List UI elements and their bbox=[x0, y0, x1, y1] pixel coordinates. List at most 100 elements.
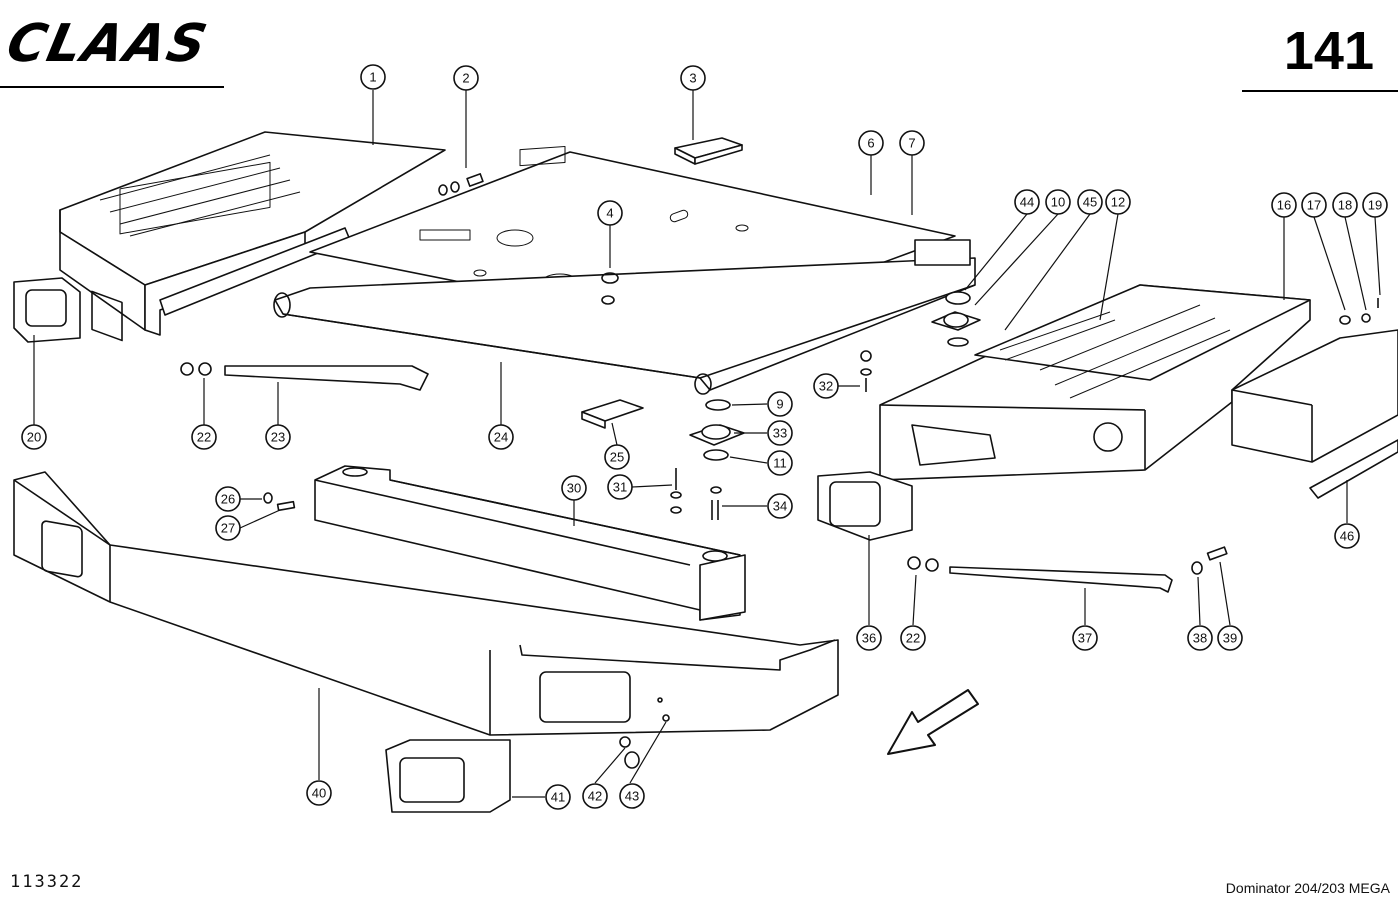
svg-text:12: 12 bbox=[1111, 195, 1125, 210]
part-37-rod bbox=[907, 546, 1228, 593]
svg-text:22: 22 bbox=[197, 430, 211, 445]
brand-underline bbox=[0, 86, 224, 88]
callout-42: 42 bbox=[582, 783, 608, 809]
svg-text:26: 26 bbox=[221, 492, 235, 507]
callout-4: 4 bbox=[597, 200, 623, 226]
callout-1: 1 bbox=[360, 64, 386, 90]
part-1-frame bbox=[59, 131, 446, 342]
callout-25: 25 bbox=[604, 444, 630, 470]
svg-text:25: 25 bbox=[610, 450, 624, 465]
callout-3: 3 bbox=[680, 65, 706, 91]
svg-text:17: 17 bbox=[1307, 198, 1321, 213]
svg-text:16: 16 bbox=[1277, 198, 1291, 213]
callout-11: 11 bbox=[767, 450, 793, 476]
callout-30: 30 bbox=[561, 475, 587, 501]
part-30-tube bbox=[314, 465, 746, 621]
svg-text:1: 1 bbox=[369, 70, 376, 85]
callout-6: 6 bbox=[858, 130, 884, 156]
part-41-duct bbox=[385, 739, 511, 813]
callouts: 1 2 3 4 6 7 9 10 11 12 16 17 18 19 20 22… bbox=[21, 64, 1388, 810]
svg-text:27: 27 bbox=[221, 521, 235, 536]
part-40-beam bbox=[13, 471, 839, 736]
svg-text:11: 11 bbox=[773, 456, 787, 471]
svg-text:45: 45 bbox=[1083, 195, 1097, 210]
callout-22-right: 22 bbox=[900, 625, 926, 651]
callout-20: 20 bbox=[21, 424, 47, 450]
svg-text:37: 37 bbox=[1078, 631, 1092, 646]
svg-text:9: 9 bbox=[776, 397, 783, 412]
part-20-bracket bbox=[13, 277, 81, 343]
callout-23: 23 bbox=[265, 424, 291, 450]
svg-text:34: 34 bbox=[773, 499, 787, 514]
svg-text:24: 24 bbox=[494, 430, 508, 445]
svg-text:19: 19 bbox=[1368, 198, 1382, 213]
callout-7: 7 bbox=[899, 130, 925, 156]
callout-41: 41 bbox=[545, 784, 571, 810]
callout-45: 45 bbox=[1077, 189, 1103, 215]
part-4-mount bbox=[601, 272, 619, 305]
callout-12: 12 bbox=[1105, 189, 1131, 215]
callout-18: 18 bbox=[1332, 192, 1358, 218]
svg-text:32: 32 bbox=[819, 379, 833, 394]
callout-46: 46 bbox=[1334, 523, 1360, 549]
part-17-18-19-fasteners bbox=[1339, 298, 1379, 325]
callout-19: 19 bbox=[1362, 192, 1388, 218]
callout-44: 44 bbox=[1014, 189, 1040, 215]
part-36-bracket bbox=[817, 471, 913, 541]
drawing-number: 113322 bbox=[10, 872, 84, 892]
svg-text:30: 30 bbox=[567, 481, 581, 496]
callout-17: 17 bbox=[1301, 192, 1327, 218]
callout-32: 32 bbox=[813, 373, 839, 399]
callout-10: 10 bbox=[1045, 189, 1071, 215]
svg-text:44: 44 bbox=[1020, 195, 1034, 210]
svg-text:10: 10 bbox=[1051, 195, 1065, 210]
callout-36: 36 bbox=[856, 625, 882, 651]
svg-text:20: 20 bbox=[27, 430, 41, 445]
callout-26: 26 bbox=[215, 486, 241, 512]
part-44-10-mount bbox=[931, 291, 981, 347]
page-number-underline bbox=[1242, 90, 1398, 92]
svg-text:39: 39 bbox=[1223, 631, 1237, 646]
callout-38: 38 bbox=[1187, 625, 1213, 651]
callout-16: 16 bbox=[1271, 192, 1297, 218]
svg-text:36: 36 bbox=[862, 631, 876, 646]
svg-text:6: 6 bbox=[867, 136, 874, 151]
svg-text:38: 38 bbox=[1193, 631, 1207, 646]
callout-33: 33 bbox=[767, 420, 793, 446]
callout-24: 24 bbox=[488, 424, 514, 450]
part-16-box bbox=[1231, 329, 1398, 463]
part-42-43-nut bbox=[619, 697, 670, 769]
svg-text:3: 3 bbox=[689, 71, 696, 86]
svg-text:18: 18 bbox=[1338, 198, 1352, 213]
svg-text:2: 2 bbox=[462, 71, 469, 86]
part-12-frame bbox=[879, 284, 1311, 481]
svg-text:31: 31 bbox=[613, 480, 627, 495]
svg-text:40: 40 bbox=[312, 786, 326, 801]
part-33-rubber-mount bbox=[670, 399, 745, 520]
callout-31: 31 bbox=[607, 474, 633, 500]
callout-9: 9 bbox=[767, 391, 793, 417]
svg-text:42: 42 bbox=[588, 789, 602, 804]
model-name: Dominator 204/203 MEGA bbox=[1225, 880, 1390, 896]
callout-22-left: 22 bbox=[191, 424, 217, 450]
leader-lines bbox=[33, 90, 1381, 798]
callout-39: 39 bbox=[1217, 625, 1243, 651]
direction-arrow bbox=[887, 689, 979, 755]
callout-43: 43 bbox=[619, 783, 645, 809]
part-23-rod bbox=[180, 362, 429, 391]
svg-text:4: 4 bbox=[606, 206, 613, 221]
svg-text:22: 22 bbox=[906, 631, 920, 646]
svg-text:33: 33 bbox=[773, 426, 787, 441]
svg-text:46: 46 bbox=[1340, 529, 1354, 544]
callout-27: 27 bbox=[215, 515, 241, 541]
part-25-plate bbox=[581, 399, 644, 429]
svg-text:41: 41 bbox=[551, 790, 565, 805]
svg-text:7: 7 bbox=[908, 136, 915, 151]
callout-2: 2 bbox=[453, 65, 479, 91]
callout-34: 34 bbox=[767, 493, 793, 519]
part-3-plate bbox=[674, 137, 743, 165]
svg-text:23: 23 bbox=[271, 430, 285, 445]
callout-40: 40 bbox=[306, 780, 332, 806]
